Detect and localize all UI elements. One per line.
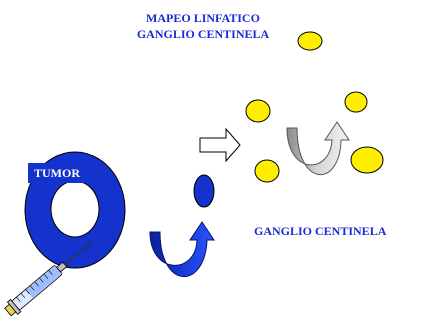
title-line-2: GANGLIO CENTINELA — [136, 27, 270, 41]
page-title: MAPEO LINFATICO GANGLIO CENTINELA — [108, 10, 298, 42]
sentinel-node-label: GANGLIO CENTINELA — [254, 224, 387, 238]
lymph-node — [254, 159, 280, 183]
curved-arrow-blue-icon — [149, 221, 215, 277]
lymph-node — [344, 91, 368, 113]
block-arrow-right-icon — [199, 127, 241, 163]
tumor-label: TUMOR — [34, 166, 80, 180]
tracer-ellipse — [193, 174, 215, 208]
title-line-1: MAPEO LINFATICO — [146, 11, 260, 25]
lymph-node — [245, 99, 271, 123]
lymph-node — [350, 146, 384, 174]
tumor-label-background — [28, 163, 94, 183]
title-node-ellipse — [297, 31, 323, 51]
syringe-icon — [4, 240, 93, 317]
curved-arrow-gray-icon — [286, 121, 350, 176]
